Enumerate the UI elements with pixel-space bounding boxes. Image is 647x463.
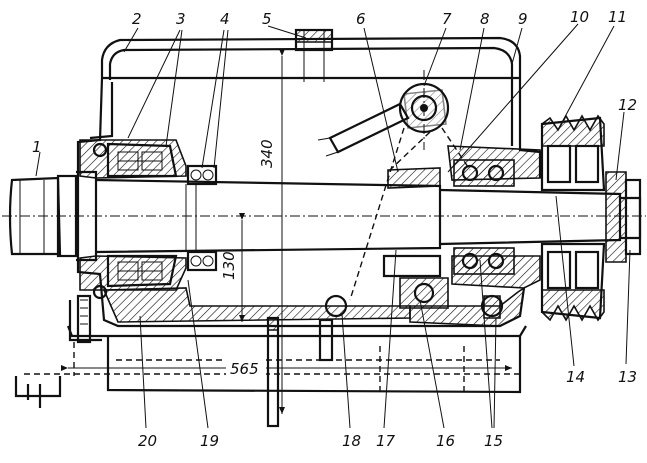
part-labels: 1 2 3 4 5 6 7 8 9 10 11 12 13 14 15 16 1… bbox=[32, 8, 637, 450]
label-17: 17 bbox=[376, 432, 396, 450]
label-19: 19 bbox=[200, 432, 219, 450]
leader-lines bbox=[35, 23, 631, 429]
label-5: 5 bbox=[262, 10, 272, 28]
label-11: 11 bbox=[608, 8, 627, 26]
label-3: 3 bbox=[176, 10, 186, 28]
lever-mechanism bbox=[317, 82, 471, 301]
dim-130-text: 130 bbox=[220, 251, 238, 280]
label-8: 8 bbox=[480, 10, 490, 28]
label-2: 2 bbox=[132, 10, 142, 28]
label-16: 16 bbox=[436, 432, 455, 450]
label-6: 6 bbox=[356, 10, 366, 28]
right-bearing-assembly bbox=[382, 159, 515, 319]
dim-340-text: 340 bbox=[258, 139, 276, 168]
label-1: 1 bbox=[32, 138, 42, 156]
label-10: 10 bbox=[570, 8, 589, 26]
label-13: 13 bbox=[618, 368, 637, 386]
label-18: 18 bbox=[342, 432, 361, 450]
dim-565-text: 565 bbox=[230, 360, 259, 378]
dimension-130: 130 bbox=[220, 213, 245, 322]
pulley bbox=[540, 114, 642, 322]
label-15: 15 bbox=[484, 432, 503, 450]
label-4: 4 bbox=[220, 10, 230, 28]
bottom-fasteners bbox=[76, 294, 348, 428]
dimension-340: 340 bbox=[258, 49, 285, 414]
label-7: 7 bbox=[442, 10, 452, 28]
left-bearing bbox=[92, 142, 178, 300]
label-20: 20 bbox=[138, 432, 157, 450]
label-14: 14 bbox=[566, 368, 585, 386]
dimension-565: 565 bbox=[61, 358, 512, 378]
label-12: 12 bbox=[618, 96, 637, 114]
label-9: 9 bbox=[518, 10, 528, 28]
